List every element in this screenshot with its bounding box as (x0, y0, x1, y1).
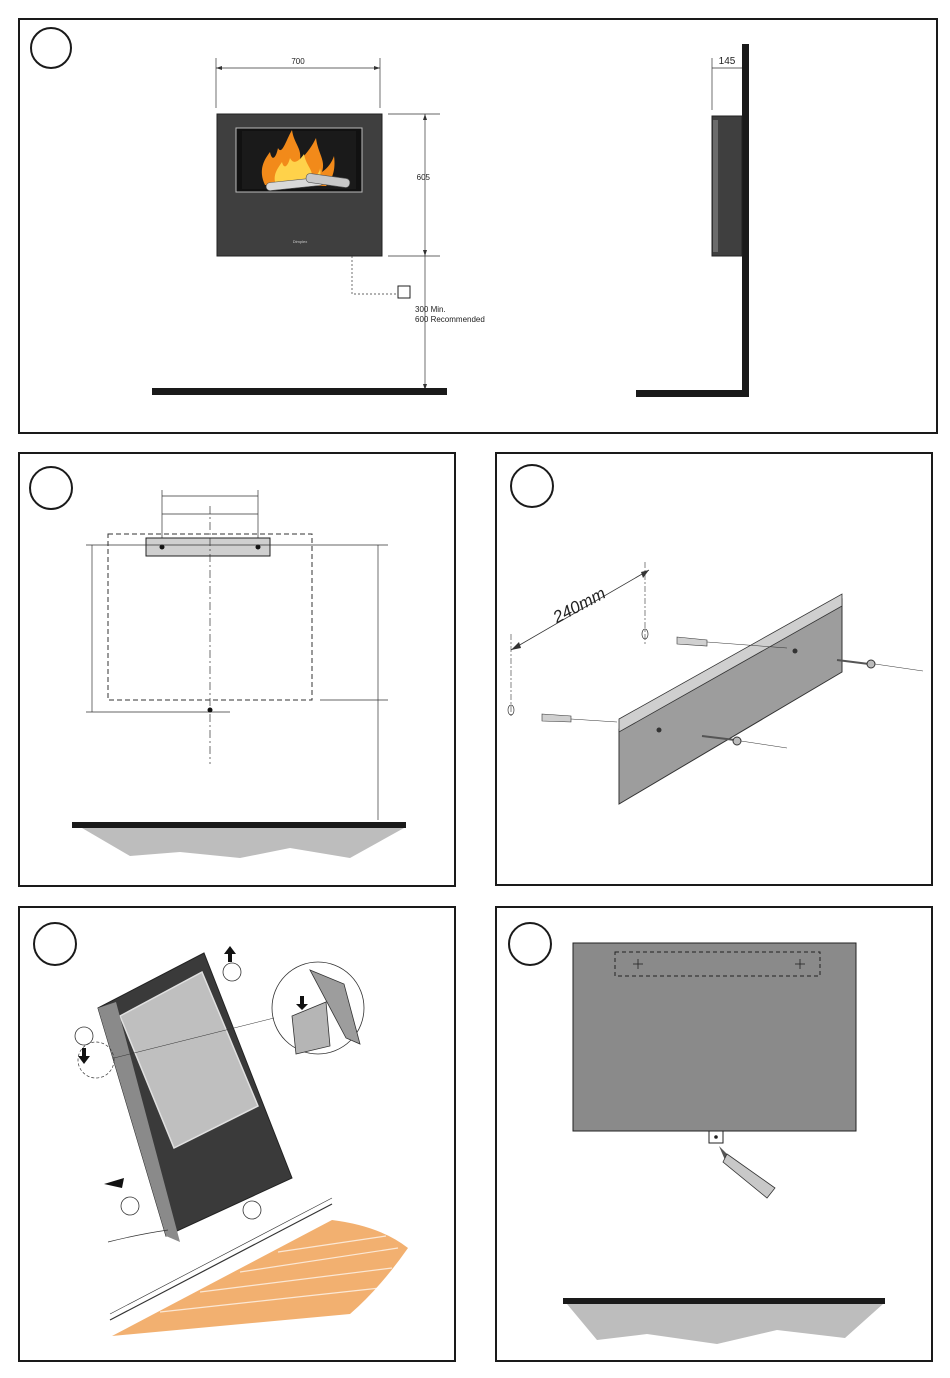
spacing-dimension-label: 240mm (549, 584, 609, 628)
floor-wood (112, 1220, 408, 1336)
securing-drawing (497, 908, 935, 1364)
hanging-drawing (20, 908, 458, 1364)
rotate-arrow-icon (104, 1178, 124, 1188)
screwdriver-icon (719, 1146, 775, 1198)
panel-hanging-fire (18, 906, 456, 1362)
arrow-up-icon (224, 946, 236, 962)
cable-route (352, 256, 396, 294)
positioning-drawing (20, 454, 458, 889)
step-number-circle (34, 923, 76, 965)
floor-section (82, 828, 404, 858)
floor-line (72, 822, 406, 828)
floor-side (636, 390, 749, 397)
wall-side (742, 44, 749, 397)
fixing-drawing: 240mm (497, 454, 935, 888)
brand-logo: Dimplex (293, 239, 307, 244)
fireplace-rear (573, 943, 856, 1131)
step-number-circle (30, 467, 72, 509)
panel-dimensions: 700 Dimplex 605 300 Min. 600 Recommended (18, 18, 938, 434)
floor-line (563, 1298, 885, 1304)
width-dimension-label: 700 (291, 57, 305, 66)
dimension-drawing: 700 Dimplex 605 300 Min. 600 Recommended (20, 20, 940, 436)
step-number-circle (31, 28, 71, 68)
step-number-circle (509, 923, 551, 965)
depth-dimension-label: 145 (719, 56, 736, 67)
panel-bracket-positioning (18, 452, 456, 887)
clearance-min-label: 300 Min. (415, 305, 446, 314)
step-number-circle (511, 465, 553, 507)
height-dimension-label: 605 (417, 173, 431, 182)
floor-line (152, 388, 447, 395)
panel-bracket-fixing: 240mm (495, 452, 933, 886)
panel-securing-fire (495, 906, 933, 1362)
floor-section (567, 1304, 883, 1344)
wall-bracket (146, 538, 270, 556)
power-socket (398, 286, 410, 298)
clearance-recommended-label: 600 Recommended (415, 315, 485, 324)
arrow-down-icon (78, 1048, 90, 1064)
